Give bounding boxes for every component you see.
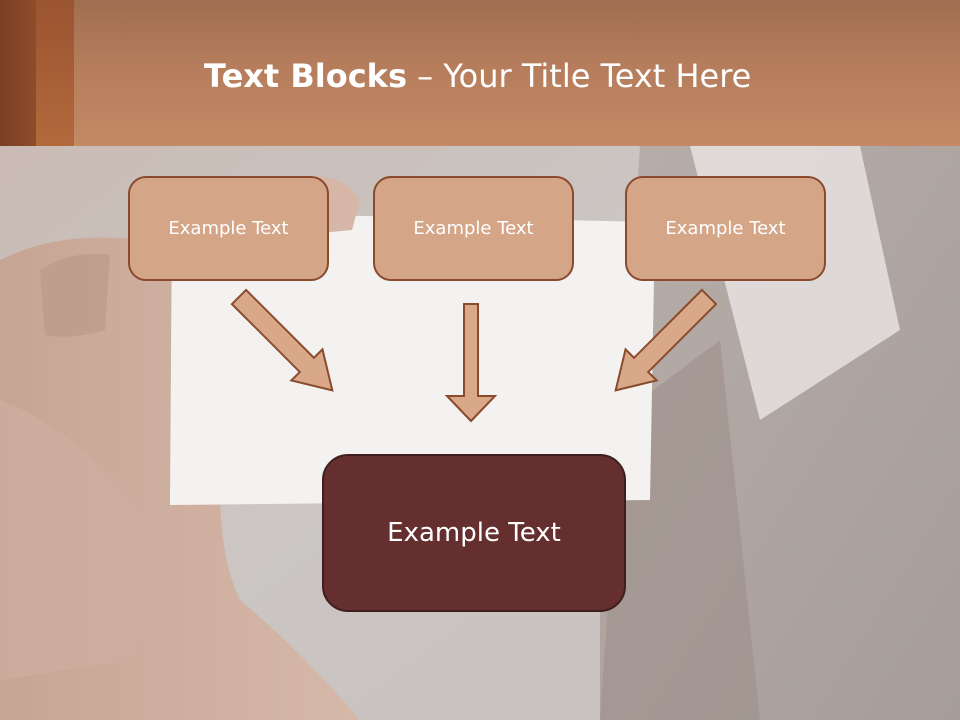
text-box-2-label: Example Text (413, 218, 534, 239)
text-box-3-label: Example Text (665, 218, 786, 239)
ring-shape (40, 254, 110, 337)
text-box-1[interactable]: Example Text (128, 176, 329, 281)
text-box-3[interactable]: Example Text (625, 176, 826, 281)
result-box-label: Example Text (387, 518, 561, 548)
accent-stripe-dark (0, 0, 36, 146)
title-bar (0, 0, 960, 146)
thumb-shape (0, 400, 157, 680)
text-box-2[interactable]: Example Text (373, 176, 574, 281)
text-box-1-label: Example Text (168, 218, 289, 239)
title-bold-text: Text Blocks (204, 57, 407, 95)
title-dash: – (417, 57, 434, 95)
arrow-left-diagonal (230, 288, 334, 392)
arrow-center-down (444, 303, 498, 423)
card-shape (170, 212, 655, 505)
result-box[interactable]: Example Text (322, 454, 626, 612)
arrow-right-diagonal (614, 288, 718, 392)
accent-stripe-light (36, 0, 74, 146)
slide-title: Text Blocks – Your Title Text Here (204, 54, 751, 98)
title-rest-text: Your Title Text Here (443, 57, 752, 95)
